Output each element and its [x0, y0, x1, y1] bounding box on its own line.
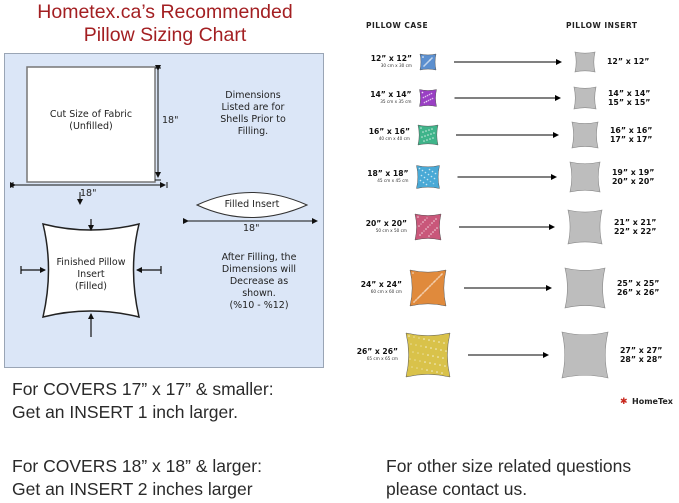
pillow-case-header: PILLOW CASE [366, 21, 429, 30]
pillow-insert-6 [561, 331, 609, 379]
case-size-cm-label: 35 cm x 35 cm [380, 99, 412, 104]
covers-small-rule-line2: Get an INSERT 1 inch larger. [12, 402, 238, 422]
insert-size-label-alt: 22” x 22” [614, 227, 657, 236]
insert-size-label-alt: 28” x 28” [620, 355, 663, 364]
case-size-label: 20” x 20” [365, 219, 407, 228]
fabric-diagram-drawing [10, 65, 318, 337]
pillow-case-1 [419, 89, 437, 107]
case-size-cm-label: 50 cm x 50 cm [375, 228, 407, 233]
pillow-insert-2 [571, 121, 599, 149]
pillow-insert-5 [564, 267, 606, 309]
case-size-cm-label: 40 cm x 40 cm [378, 136, 410, 141]
maple-leaf-icon: ✱ [620, 396, 628, 406]
filled-insert-label: Filled Insert [224, 199, 280, 210]
fabric-diagram-panel: Cut Size of Fabric (Unfilled) 18" 18" Di… [4, 53, 324, 368]
hometex-logo: ✱ HomeTex [620, 391, 673, 409]
covers-large-rule-line2: Get an INSERT 2 inches larger [12, 479, 253, 499]
case-size-label: 26” x 26” [356, 347, 398, 356]
insert-size-label-alt: 17” x 17” [610, 135, 653, 144]
after-filling-note: After Filling, the Dimensions will Decre… [221, 252, 297, 311]
pillow-insert-0 [574, 51, 596, 73]
finished-pillow-shape [41, 222, 141, 319]
insert-size-label: 27” x 27” [620, 346, 663, 355]
covers-small-rule-line1: For COVERS 17” x 17” & smaller: [12, 379, 274, 399]
case-size-cm-label: 65 cm x 65 cm [366, 356, 398, 361]
insert-size-label-alt: 20” x 20” [612, 177, 655, 186]
pillow-case-4 [414, 213, 442, 241]
page-title-line2: Pillow Sizing Chart [83, 24, 247, 46]
dimension-horizontal-label: 18" [80, 188, 97, 199]
insert-size-label: 16” x 16” [610, 126, 653, 135]
pillow-case-6 [405, 332, 451, 378]
pillow-insert-header: PILLOW INSERT [566, 21, 638, 30]
pillow-insert-4 [567, 209, 603, 245]
insert-size-label-alt: 15” x 15” [608, 98, 651, 107]
contact-note-line1: For other size related questions [386, 456, 632, 476]
dimensions-note: Dimensions Listed are for Shells Prior t… [220, 90, 286, 137]
page-title-line1: Hometex.ca’s Recommended [37, 1, 293, 23]
insert-size-label: 14” x 14” [608, 89, 651, 98]
covers-large-rule-line1: For COVERS 18” x 18” & larger: [12, 456, 262, 476]
pillow-case-2 [417, 124, 439, 146]
pillow-case-5 [409, 269, 447, 307]
case-size-cm-label: 30 cm x 30 cm [380, 63, 412, 68]
insert-size-label: 21” x 21” [614, 218, 657, 227]
cut-size-label: Cut Size of Fabric (Unfilled) [49, 109, 133, 132]
insert-size-label: 12” x 12” [607, 57, 650, 66]
contact-note-line2: please contact us. [386, 479, 528, 499]
brand-label: HomeTex [632, 397, 673, 406]
case-size-label: 18” x 18” [367, 169, 409, 178]
finished-pillow-label: Finished Pillow Insert (Filled) [56, 257, 126, 292]
case-size-label: 12” x 12” [370, 54, 412, 63]
pillow-insert-3 [569, 161, 601, 193]
case-size-label: 16” x 16” [368, 127, 410, 136]
case-size-label: 24” x 24” [360, 280, 402, 289]
case-size-cm-label: 45 cm x 45 cm [377, 178, 409, 183]
pillow-case-3 [416, 165, 440, 189]
dimension-insert-label: 18" [243, 223, 260, 234]
size-chart-graphics [405, 51, 609, 379]
pillow-insert-1 [573, 86, 597, 110]
pillow-case-0 [419, 53, 437, 71]
dimension-vertical-label: 18" [162, 115, 179, 126]
case-size-cm-label: 60 cm x 60 cm [370, 289, 402, 294]
insert-size-label: 25” x 25” [617, 279, 660, 288]
case-size-label: 14” x 14” [370, 90, 412, 99]
insert-size-label: 19” x 19” [612, 168, 655, 177]
insert-size-label-alt: 26” x 26” [617, 288, 660, 297]
